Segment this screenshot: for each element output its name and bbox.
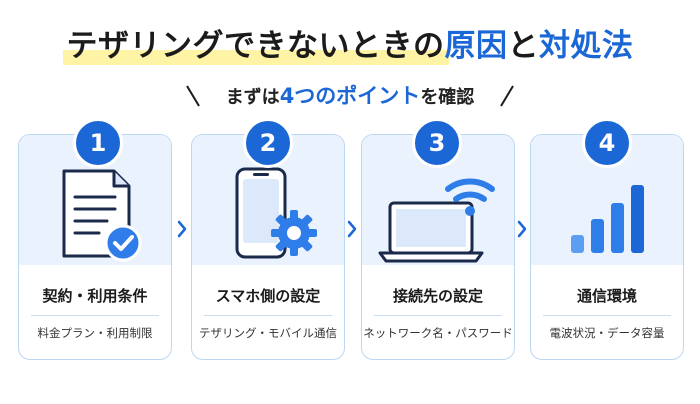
document-check-icon xyxy=(62,169,142,262)
card-title: 契約・利用条件 xyxy=(42,287,148,305)
card-network-environment: 通信環境 電波状況・データ容量 xyxy=(530,134,684,360)
card-description: 電波状況・データ容量 xyxy=(549,326,665,340)
card-title: スマホ側の設定 xyxy=(215,287,321,305)
card-connection-settings: 接続先の設定 ネットワーク名・パスワード xyxy=(361,134,515,360)
title-part-3: と xyxy=(507,28,539,64)
card-divider xyxy=(204,315,332,316)
chevron-right-icon xyxy=(517,220,527,238)
subtitle: まずは4つのポイントを確認 xyxy=(0,82,700,112)
card-divider xyxy=(543,315,671,316)
step-number-badge: 1 xyxy=(73,118,123,168)
title-part-2: 原因 xyxy=(444,28,508,64)
page-title: テザリングできないときの原因と対処法 xyxy=(0,24,700,68)
signal-bars-icon xyxy=(571,185,644,253)
laptop-wifi-icon xyxy=(378,178,495,263)
card-description: 料金プラン・利用制限 xyxy=(37,326,153,340)
phone-gear-icon xyxy=(235,167,317,259)
card-title: 接続先の設定 xyxy=(392,287,483,305)
step-number-badge: 4 xyxy=(582,118,632,168)
card-divider xyxy=(31,315,159,316)
card-title: 通信環境 xyxy=(576,287,637,305)
title-part-4: 対処法 xyxy=(539,28,634,64)
card-contract: 契約・利用条件 料金プラン・利用制限 xyxy=(18,134,172,360)
subtitle-prefix: まずは xyxy=(225,87,280,108)
step-number-badge: 3 xyxy=(412,118,462,168)
step-number-badge: 2 xyxy=(243,118,293,168)
chevron-right-icon xyxy=(177,220,187,238)
card-divider xyxy=(374,315,502,316)
subtitle-suffix: を確認 xyxy=(420,87,475,108)
left-slash-decoration xyxy=(186,85,200,107)
card-description: テザリング・モバイル通信 xyxy=(199,326,337,340)
right-slash-decoration xyxy=(500,85,514,107)
subtitle-highlight: 4つのポイント xyxy=(279,84,421,108)
chevron-right-icon xyxy=(347,220,357,238)
title-part-1: テザリングできないときの xyxy=(66,28,445,64)
card-description: ネットワーク名・パスワード xyxy=(363,326,513,340)
